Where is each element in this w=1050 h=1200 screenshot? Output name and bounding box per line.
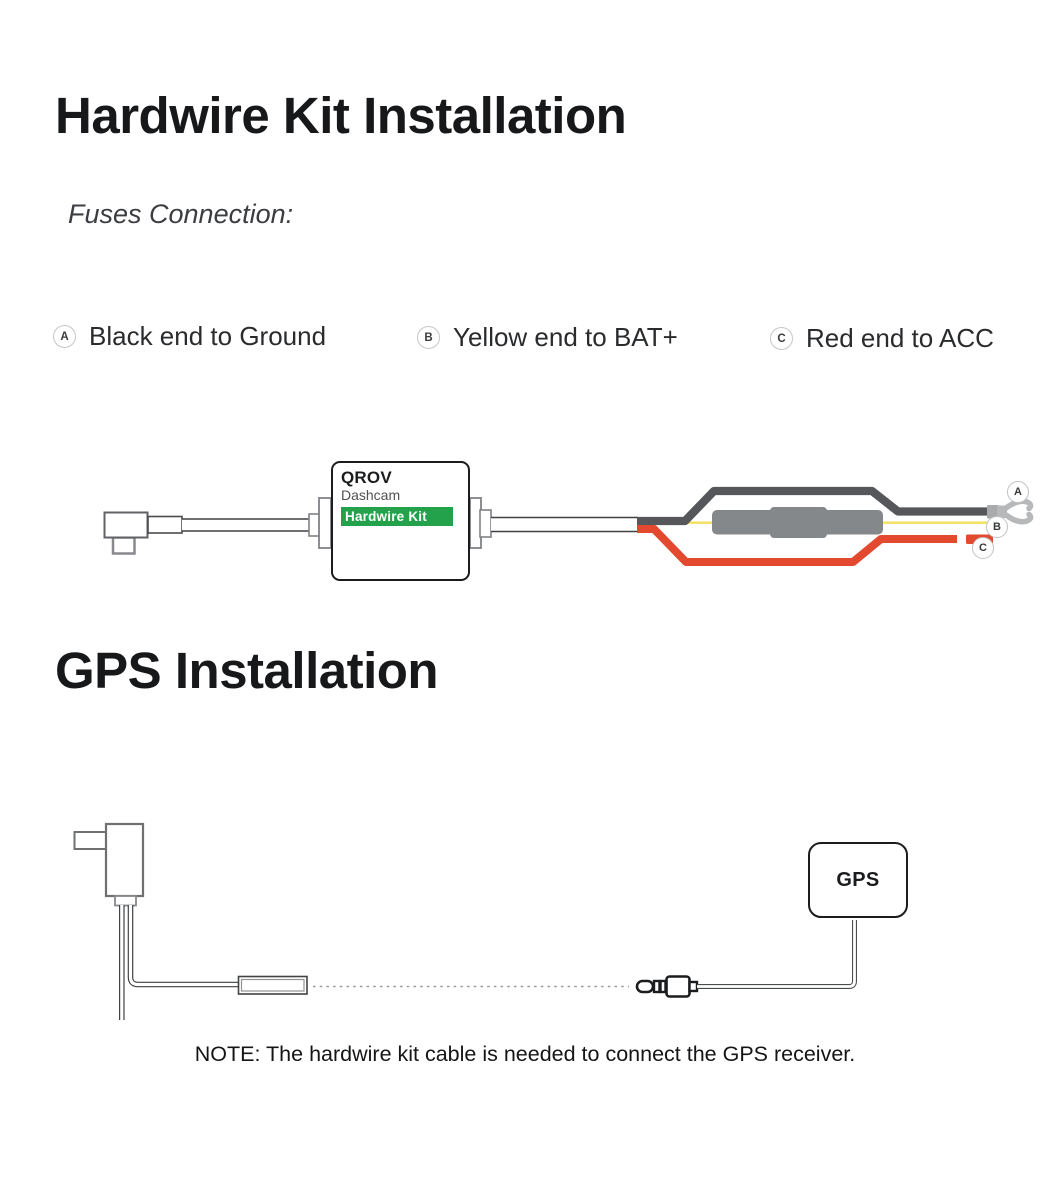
kit-product-label: Dashcam xyxy=(341,487,401,504)
legend-item-acc: C Red end to ACC xyxy=(770,323,994,354)
ground-wire xyxy=(637,486,989,526)
wire-tag-b: B xyxy=(986,516,1008,538)
hardwire-kit-box: QROV Dashcam Hardwire Kit xyxy=(331,461,470,581)
wire-tag-c: C xyxy=(972,537,994,559)
wire-tag-a: A xyxy=(1007,481,1029,503)
hardwire-kit-diagram xyxy=(103,486,1034,566)
gps-socket-cable xyxy=(127,905,239,988)
acc-wire xyxy=(637,525,957,566)
gps-receiver-box: GPS xyxy=(808,842,908,918)
cable-step-right xyxy=(479,509,492,538)
legend-label-bat: Yellow end to BAT+ xyxy=(453,322,678,352)
legend-badge-c: C xyxy=(770,327,793,350)
gps-receiver-cable xyxy=(697,920,857,989)
audio-jack-icon xyxy=(635,975,699,998)
usb-plug-icon xyxy=(73,822,145,907)
fuses-connection-subtitle: Fuses Connection: xyxy=(68,199,294,229)
legend-item-ground: A Black end to Ground xyxy=(53,321,326,352)
legend-badge-a: A xyxy=(53,325,76,348)
kit-brand-label: QROV xyxy=(341,468,392,487)
fuse-holder xyxy=(712,507,883,538)
legend-badge-b: B xyxy=(417,326,440,349)
note-text: NOTE: The hardwire kit cable is needed t… xyxy=(194,1042,856,1066)
hardwire-section-title: Hardwire Kit Installation xyxy=(55,87,627,144)
kit-badge-label: Hardwire Kit xyxy=(341,507,453,527)
legend-label-acc: Red end to ACC xyxy=(806,323,994,353)
usb-plug-icon xyxy=(103,511,183,555)
gps-socket-connector xyxy=(237,975,308,995)
gps-diagram xyxy=(73,822,857,1020)
fork-terminal-icon xyxy=(987,498,1034,525)
legend-item-bat: B Yellow end to BAT+ xyxy=(417,322,678,353)
legend-label-ground: Black end to Ground xyxy=(89,321,327,351)
gps-section-title: GPS Installation xyxy=(55,642,439,699)
strain-relief-left xyxy=(318,497,332,549)
